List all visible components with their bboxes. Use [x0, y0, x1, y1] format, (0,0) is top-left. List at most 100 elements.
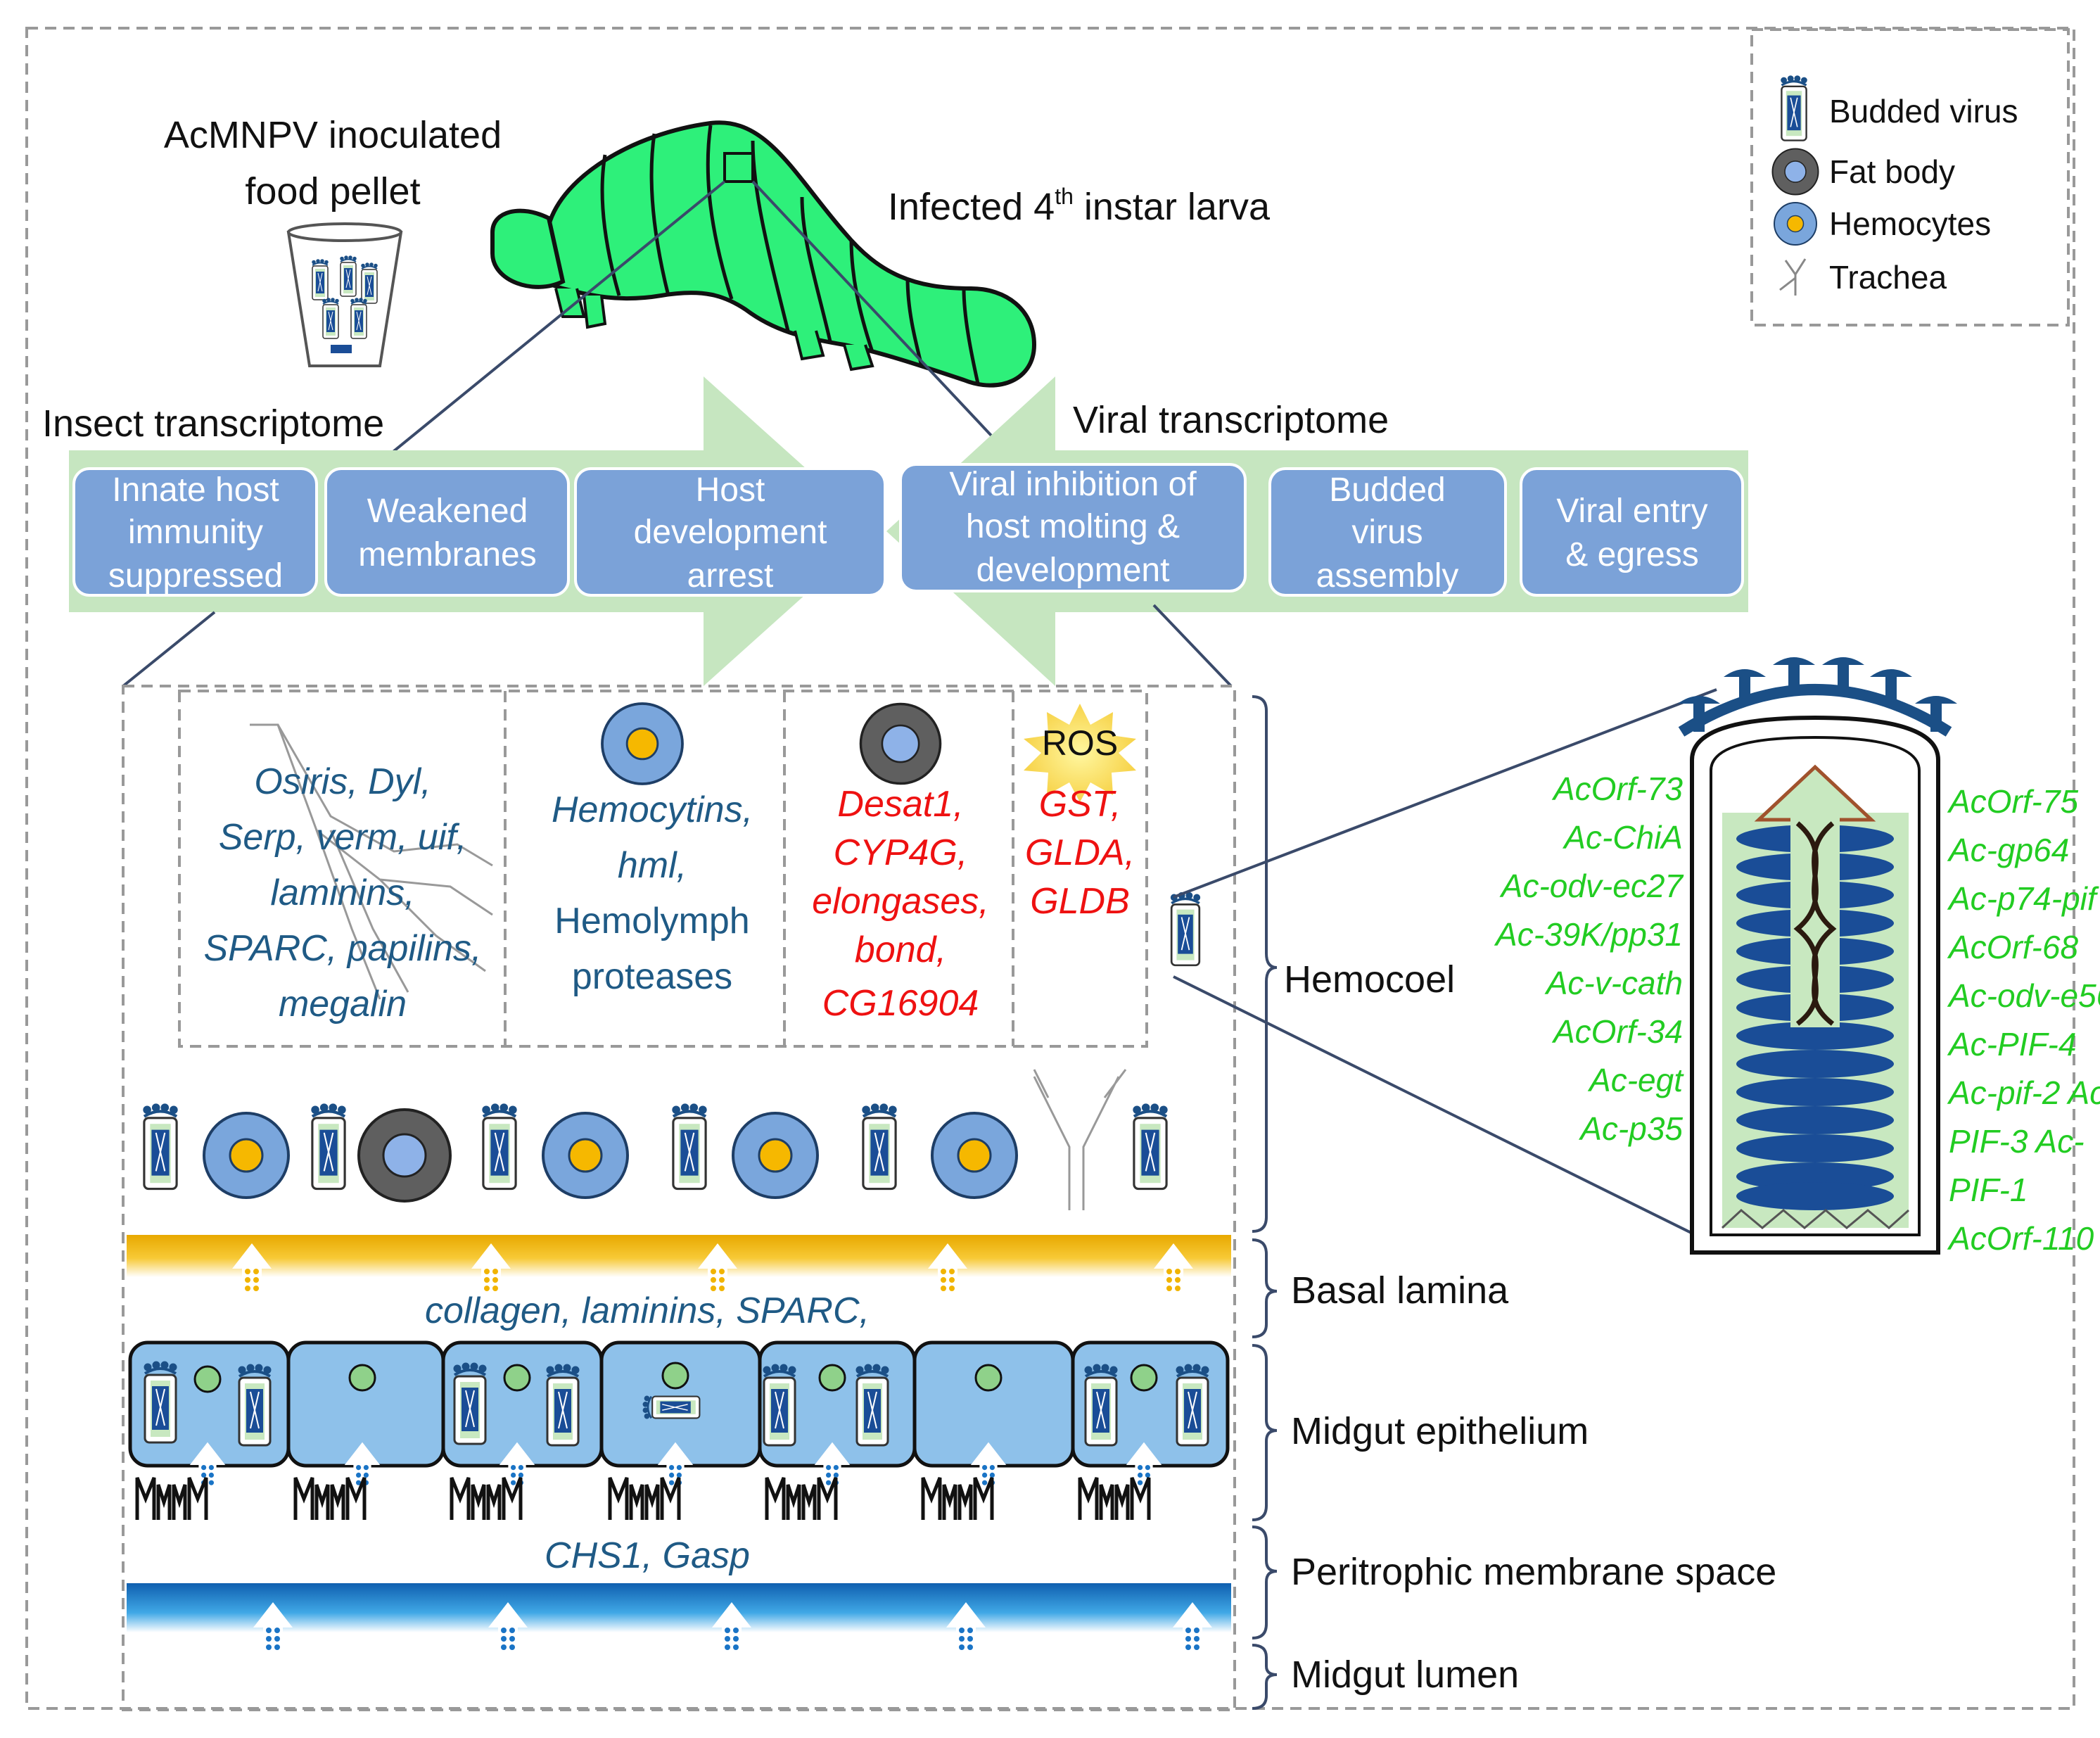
svg-text:membranes: membranes: [358, 536, 536, 573]
svg-text:GLDB: GLDB: [1030, 881, 1130, 922]
svg-text:Ac-egt: Ac-egt: [1587, 1062, 1684, 1098]
svg-text:Midgut lumen: Midgut lumen: [1291, 1654, 1519, 1696]
svg-text:Hemolymph: Hemolymph: [554, 901, 749, 941]
viral-box-assembly: Budded virus assembly: [1268, 467, 1507, 597]
insect-transcriptome-label: Insect transcriptome: [42, 402, 384, 445]
svg-text:PIF-3 Ac-: PIF-3 Ac-: [1949, 1123, 2085, 1160]
svg-text:Ac-ChiA: Ac-ChiA: [1562, 819, 1683, 856]
svg-text:development: development: [634, 514, 827, 551]
svg-text:Serp, verm, uif,: Serp, verm, uif,: [219, 817, 467, 858]
svg-text:& egress: & egress: [1565, 536, 1698, 573]
food-pellet-cup-icon: [286, 222, 403, 367]
svg-text:CG16904: CG16904: [822, 983, 979, 1024]
zoom-lines: [389, 180, 993, 455]
svg-text:AcOrf-34: AcOrf-34: [1551, 1013, 1683, 1050]
insect-box-immunity: Innate host immunity suppressed: [72, 467, 318, 597]
viral-genes-right: AcOrf-75 Ac-gp64 Ac-p74-pif AcOrf-68 Ac-…: [1947, 783, 2100, 1257]
svg-text:Peritrophic membrane space: Peritrophic membrane space: [1291, 1551, 1776, 1593]
svg-text:suppressed: suppressed: [108, 557, 283, 595]
infected-larva: [490, 120, 1037, 388]
svg-text:GLDA,: GLDA,: [1025, 832, 1135, 873]
svg-text:Ac-39K/pp31: Ac-39K/pp31: [1494, 916, 1683, 953]
trachea-icon: [1779, 258, 1807, 296]
legend-fat-body: Fat body: [1829, 153, 1955, 190]
svg-text:development: development: [976, 552, 1170, 589]
legend-trachea: Trachea: [1829, 259, 1947, 296]
ros-genes: GST, GLDA, GLDB: [1025, 784, 1135, 922]
svg-text:Viral inhibition of: Viral inhibition of: [949, 466, 1197, 503]
svg-text:AcMNPV inoculated: AcMNPV inoculated: [164, 114, 502, 156]
larva-label: Infected 4th instar larva: [888, 184, 1271, 228]
svg-text:Midgut epithelium: Midgut epithelium: [1291, 1410, 1589, 1452]
insect-box-membranes: Weakened membranes: [324, 467, 570, 597]
svg-text:arrest: arrest: [687, 557, 774, 595]
svg-text:proteases: proteases: [572, 956, 732, 997]
svg-text:Viral entry: Viral entry: [1556, 493, 1707, 530]
svg-text:laminins,: laminins,: [270, 873, 414, 913]
fatbody-genes: Desat1, CYP4G, elongases, bond, CG16904: [812, 784, 989, 1024]
svg-text:Host: Host: [696, 471, 765, 509]
svg-text:Ac-v-cath: Ac-v-cath: [1544, 965, 1683, 1001]
fat-body-cell-icon: [859, 702, 942, 785]
viral-genes-left: AcOrf-73 Ac-ChiA Ac-odv-ec27 Ac-39K/pp31…: [1494, 770, 1684, 1147]
zoom-square: [723, 152, 754, 183]
svg-text:Ac-pif-2 Ac-: Ac-pif-2 Ac-: [1947, 1074, 2100, 1111]
legend: Budded virus Fat body Hemocytes Trachea: [1771, 75, 2018, 296]
svg-text:virus: virus: [1351, 514, 1423, 551]
svg-text:hml,: hml,: [618, 845, 687, 886]
svg-text:Ac-p35: Ac-p35: [1578, 1110, 1683, 1147]
midgut-panel: [122, 685, 1236, 1711]
legend-box: [1750, 28, 2070, 326]
svg-text:immunity: immunity: [128, 514, 263, 551]
svg-text:CYP4G,: CYP4G,: [834, 832, 968, 873]
viral-transcriptome-label: Viral transcriptome: [1073, 399, 1389, 441]
fat-body-icon: [1771, 148, 1819, 196]
svg-text:Innate host: Innate host: [112, 471, 279, 509]
panel-connectors: [122, 604, 1233, 687]
svg-text:bond,: bond,: [855, 930, 946, 970]
svg-text:Ac-p74-pif: Ac-p74-pif: [1947, 880, 2099, 917]
insect-box-development: Host development arrest: [574, 467, 886, 597]
svg-text:Desat1,: Desat1,: [837, 784, 963, 825]
peritrophic-membrane-layer: [127, 1583, 1231, 1632]
svg-text:AcOrf-73: AcOrf-73: [1551, 770, 1683, 807]
hemocyte-cell-icon: [601, 702, 684, 785]
legend-hemocytes: Hemocytes: [1829, 205, 1991, 242]
svg-text:PIF-1: PIF-1: [1949, 1172, 2028, 1208]
svg-text:Ac-PIF-4: Ac-PIF-4: [1947, 1026, 2076, 1063]
svg-text:AcOrf-110: AcOrf-110: [1947, 1220, 2094, 1257]
hemocyte-genes: Hemocytins, hml, Hemolymph proteases: [552, 789, 753, 997]
hemocoel-cells: [144, 1069, 1166, 1210]
virus-zoom-lines: [1173, 688, 1717, 1240]
budded-virus-detail: [1678, 657, 1957, 1255]
ros-label: ROS: [1042, 723, 1118, 763]
viral-box-inhibition: Viral inhibition of host molting & devel…: [899, 463, 1247, 592]
gene-panel-dividers: [504, 691, 1014, 1046]
basal-lamina-layer: [127, 1235, 1231, 1277]
trachea-drawing: [250, 723, 493, 1000]
basal-lamina-genes: collagen, laminins, SPARC,: [425, 1290, 870, 1331]
svg-text:Hemocytins,: Hemocytins,: [552, 789, 753, 830]
ros-burst-icon: [1024, 704, 1136, 802]
svg-text:Osiris, Dyl,: Osiris, Dyl,: [254, 761, 431, 802]
layer-brackets: [1252, 695, 1278, 1710]
svg-text:Weakened: Weakened: [367, 493, 528, 530]
svg-text:GST,: GST,: [1039, 784, 1121, 825]
svg-text:assembly: assembly: [1316, 557, 1459, 595]
svg-text:SPARC, papilins,: SPARC, papilins,: [204, 928, 482, 969]
budded-virus-icon: [1780, 75, 1808, 142]
svg-text:host molting &: host molting &: [966, 508, 1180, 545]
epithelium-nuclei: [193, 1362, 1158, 1393]
layer-labels: Hemocoel Basal lamina Midgut epithelium …: [1284, 958, 1776, 1696]
viral-box-entry: Viral entry & egress: [1520, 467, 1744, 597]
svg-text:elongases,: elongases,: [812, 881, 989, 922]
svg-text:Ac-odv-e56: Ac-odv-e56: [1947, 977, 2100, 1014]
svg-text:Ac-gp64: Ac-gp64: [1947, 832, 2069, 868]
svg-text:AcOrf-68: AcOrf-68: [1947, 929, 2078, 965]
svg-text:food pellet: food pellet: [245, 170, 420, 213]
peritrophic-genes: CHS1, Gasp: [545, 1535, 750, 1576]
svg-text:Hemocoel: Hemocoel: [1284, 958, 1455, 1001]
legend-budded-virus: Budded virus: [1829, 93, 2018, 129]
svg-text:megalin: megalin: [279, 984, 407, 1025]
